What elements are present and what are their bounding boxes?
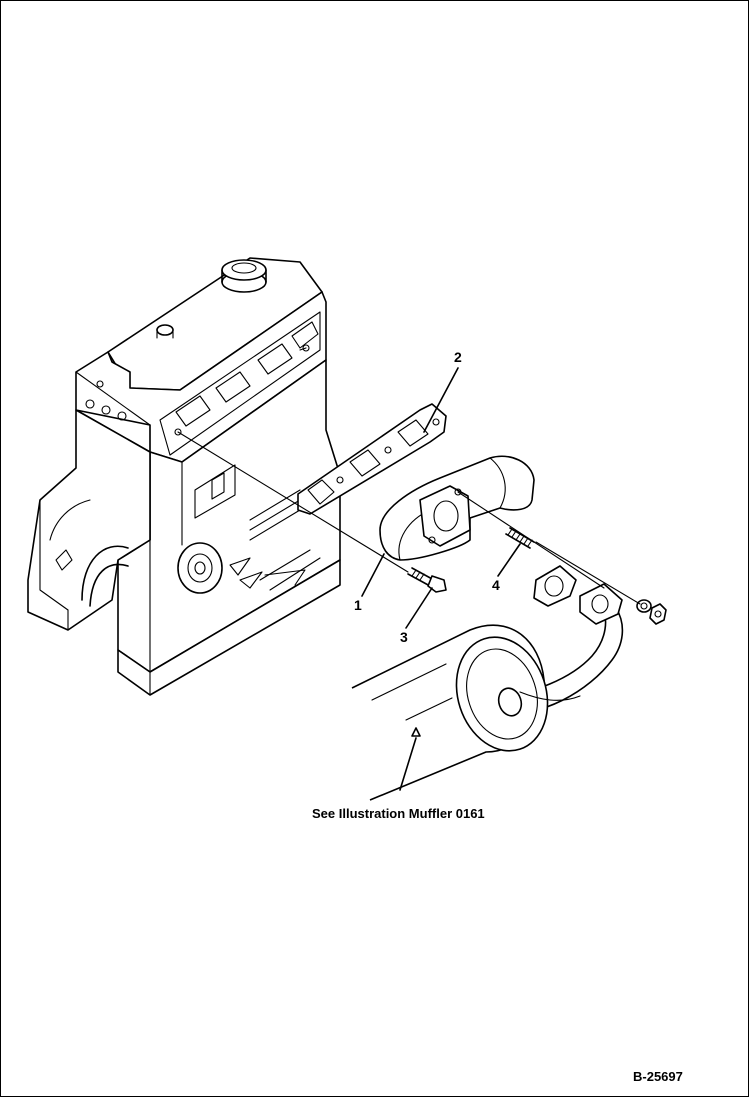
callout-3: 3 — [400, 629, 408, 645]
manifold-bolt — [407, 567, 447, 593]
exhaust-manifold — [379, 455, 535, 561]
callout-4: 4 — [492, 577, 500, 593]
muffler — [351, 624, 581, 801]
muffler-reference-note: See Illustration Muffler 0161 — [312, 806, 485, 821]
leader-lines — [177, 347, 641, 605]
flange-nuts — [636, 599, 667, 625]
callout-leaders — [361, 367, 521, 791]
engine-block — [27, 257, 341, 696]
exhaust-manifold-gasket — [297, 403, 447, 515]
callout-1: 1 — [354, 597, 362, 613]
engine-pulley — [177, 542, 223, 594]
callout-2: 2 — [454, 349, 462, 365]
pipe-flange-gasket — [533, 565, 577, 607]
figure-code: B-25697 — [633, 1069, 683, 1084]
oil-filler-cap — [221, 259, 267, 293]
